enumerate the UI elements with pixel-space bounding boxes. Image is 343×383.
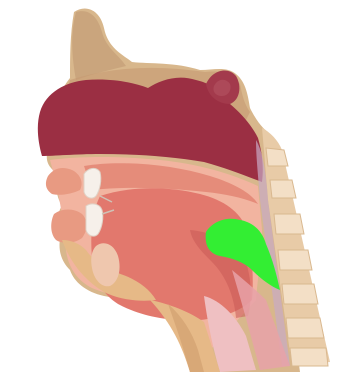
vertebra-2 [270,180,296,198]
vertebra-3 [274,214,304,234]
vertebra-6 [286,318,324,338]
vertebra-7 [290,348,328,366]
lower-lip [51,210,86,243]
vertebra-5 [282,284,318,304]
vertebra-1 [266,148,288,166]
vertebra-4 [278,250,312,270]
